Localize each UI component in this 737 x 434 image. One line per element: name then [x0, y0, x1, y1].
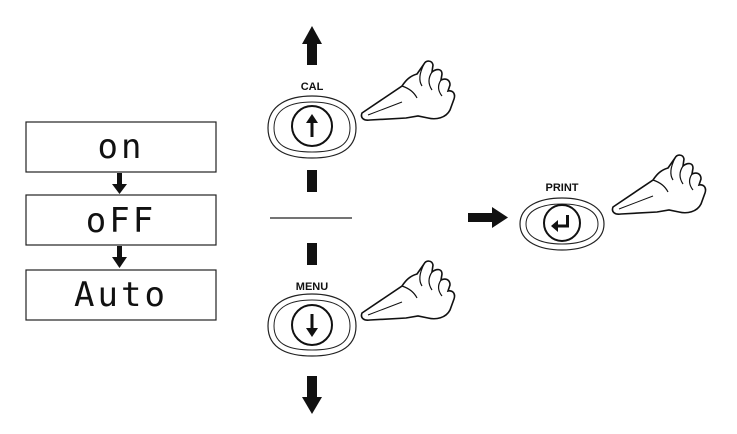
display-sequence: on oFF Auto	[25, 121, 217, 321]
display-text-off: oFF	[86, 201, 156, 241]
display-text-on: on	[98, 127, 145, 167]
down-arrow-1	[112, 173, 127, 194]
enter-icon	[551, 215, 569, 232]
display-box-on: on	[25, 121, 217, 173]
cal-button[interactable]	[267, 95, 357, 159]
menu-label: MENU	[296, 281, 328, 293]
display-box-auto: Auto	[25, 269, 217, 321]
up-direction-arrow	[302, 26, 322, 65]
down-arrow-2	[112, 246, 127, 268]
down-direction-arrow	[302, 376, 322, 414]
menu-button[interactable]	[267, 293, 357, 357]
pointing-hand-icon	[360, 60, 456, 121]
arrow-up-icon	[306, 114, 318, 137]
pointing-hand-icon	[611, 154, 707, 215]
right-arrow	[468, 207, 508, 228]
display-text-auto: Auto	[74, 275, 168, 315]
print-button[interactable]	[519, 197, 605, 251]
pointing-hand-icon	[360, 260, 456, 321]
divider-bar-top	[307, 170, 317, 192]
print-label: PRINT	[546, 182, 579, 194]
cal-label: CAL	[301, 81, 324, 93]
display-box-off: oFF	[25, 194, 217, 246]
arrow-down-icon	[306, 314, 318, 337]
divider-bar-bottom	[307, 243, 317, 265]
